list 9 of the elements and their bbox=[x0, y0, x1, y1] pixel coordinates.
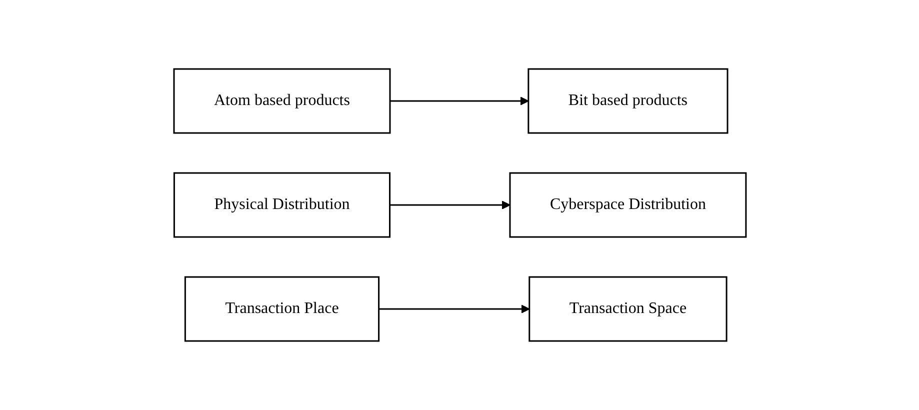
node-box: Transaction Place bbox=[184, 276, 380, 342]
node-box: Physical Distribution bbox=[172, 172, 390, 238]
node-box: Transaction Space bbox=[528, 276, 727, 342]
node-box: Cyberspace Distribution bbox=[508, 172, 746, 238]
node-box: Atom based products bbox=[172, 68, 390, 134]
node-box: Bit based products bbox=[527, 68, 728, 134]
arrow bbox=[378, 304, 530, 314]
arrow bbox=[389, 200, 510, 210]
arrow bbox=[390, 96, 528, 106]
